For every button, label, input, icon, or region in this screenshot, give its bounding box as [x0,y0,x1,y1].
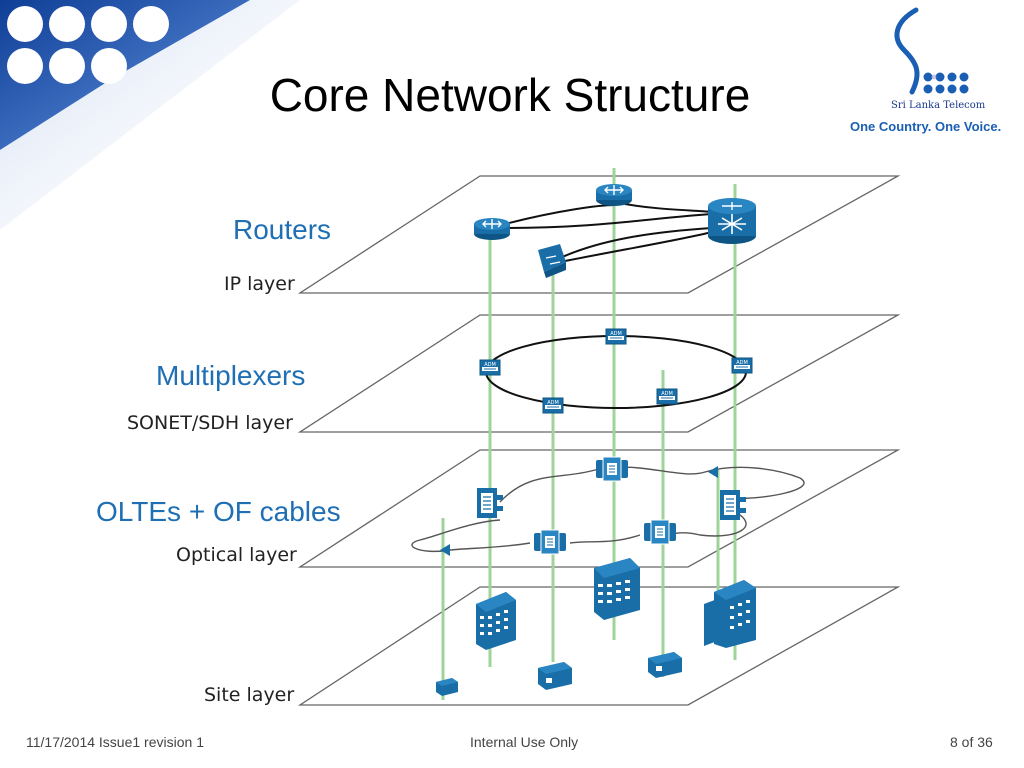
optical-terminal-icon [719,489,747,521]
cable-end-marker [708,466,718,478]
sdh-ring [485,335,747,409]
logo-slogan: One Country. One Voice. [850,119,1002,134]
site-layer-label: Site layer [204,684,295,706]
adm-label: ADM [484,362,496,368]
optical-fiber-cable [411,466,805,553]
router-links [504,203,713,263]
slide-title: Core Network Structure [269,69,751,121]
footer-date: 11/17/2014 Issue1 revision 1 [26,734,204,750]
switch-icon [538,244,566,278]
adm-label: ADM [547,400,559,406]
building-icon [704,580,756,648]
building-icon [594,558,640,620]
routers-label: Routers [233,214,332,245]
router-icon [473,217,511,241]
corner-decoration [0,0,300,230]
layer-planes [297,175,901,706]
small-site-icon [436,678,458,696]
footer-classification: Internal Use Only [470,734,579,750]
optical-layer-plane [297,449,901,568]
adm-label: ADM [661,391,673,397]
optical-terminal-icon [476,487,504,519]
footer-page-number: 8 of 36 [950,734,993,750]
ip-layer-label: IP layer [224,273,295,295]
sonet-layer-plane [297,314,901,433]
cable-end-marker [440,544,450,556]
site-layer-plane [297,586,901,706]
core-router-icon [708,198,756,244]
optical-layer-label: Optical layer [176,544,297,566]
multiplexers-label: Multiplexers [156,360,306,391]
building-icon [476,592,516,650]
logo-brand-text: Sri Lanka Telecom [891,100,986,111]
adm-label: ADM [736,360,748,366]
small-site-icon [538,662,572,690]
adm-label: ADM [610,331,622,337]
optical-amplifier-icon [643,519,677,545]
sonet-sdh-layer-label: SONET/SDH layer [127,412,293,434]
optical-amplifier-icon [533,529,567,555]
optical-amplifier-icon [595,456,629,482]
router-icon [595,183,633,207]
oltes-label: OLTEs + OF cables [96,496,341,527]
sri-lanka-telecom-logo-icon [894,7,969,95]
ip-layer-plane [297,175,901,294]
small-site-icon [648,652,682,678]
